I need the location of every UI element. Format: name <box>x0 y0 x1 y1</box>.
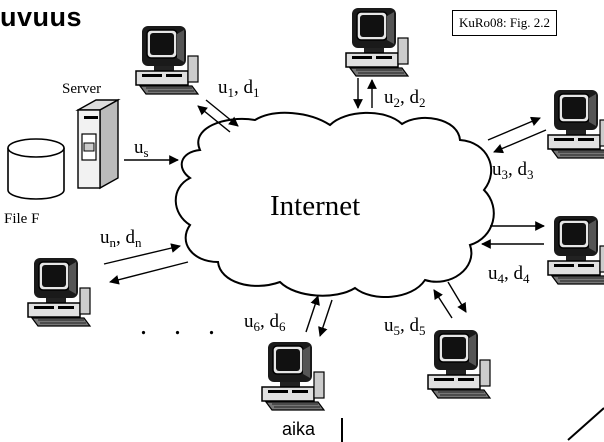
page-title: uvuus <box>0 2 83 32</box>
figure-reference: KuRo08: Fig. 2.2 <box>452 10 558 36</box>
peer-3-rate-label: u3, d3 <box>492 159 534 182</box>
peer-5-rate-label: u5, d5 <box>384 315 426 338</box>
peer-n-upload-arrow <box>103 243 181 265</box>
peer-5-upload-arrow <box>447 281 467 313</box>
peer-2-rate-label: u2, d2 <box>384 87 426 110</box>
file-database-icon <box>7 138 65 200</box>
peer-3-upload-arrow <box>487 116 541 141</box>
peer-4-rate-label: u4, d4 <box>488 263 530 286</box>
peer-3-computer-icon <box>547 89 604 159</box>
peer-1-upload-arrow <box>205 99 239 127</box>
corner-stroke <box>567 407 604 441</box>
peer-5-download-arrow <box>433 289 453 319</box>
peer-n-rate-label: un, dn <box>100 227 142 250</box>
peer-n-download-arrow <box>109 261 189 285</box>
internet-label: Internet <box>270 190 361 222</box>
peer-6-rate-label: u6, d6 <box>244 311 286 334</box>
peer-n-computer-icon <box>27 257 91 327</box>
peer-5-computer-icon <box>427 329 491 399</box>
file-label: File F <box>4 211 40 227</box>
peer-3-download-arrow <box>493 129 547 154</box>
peer-6-down-arrow <box>318 299 333 337</box>
server-upload-label: us <box>134 137 149 160</box>
peer-2-computer-icon <box>345 7 409 77</box>
peer-1-download-arrow <box>197 105 231 133</box>
server-label: Server <box>62 81 102 97</box>
aika-label: aika <box>282 419 316 439</box>
peer-6-computer-icon <box>261 341 325 411</box>
peer-1-computer-icon <box>135 25 199 95</box>
server-icon <box>75 98 121 190</box>
more-peers-ellipsis: . . . <box>140 310 225 341</box>
peer-1-rate-label: u1, d1 <box>218 77 260 100</box>
peer-4-computer-icon <box>547 215 604 285</box>
internet-cloud <box>174 111 495 298</box>
peer-6-up-arrow <box>305 295 320 333</box>
